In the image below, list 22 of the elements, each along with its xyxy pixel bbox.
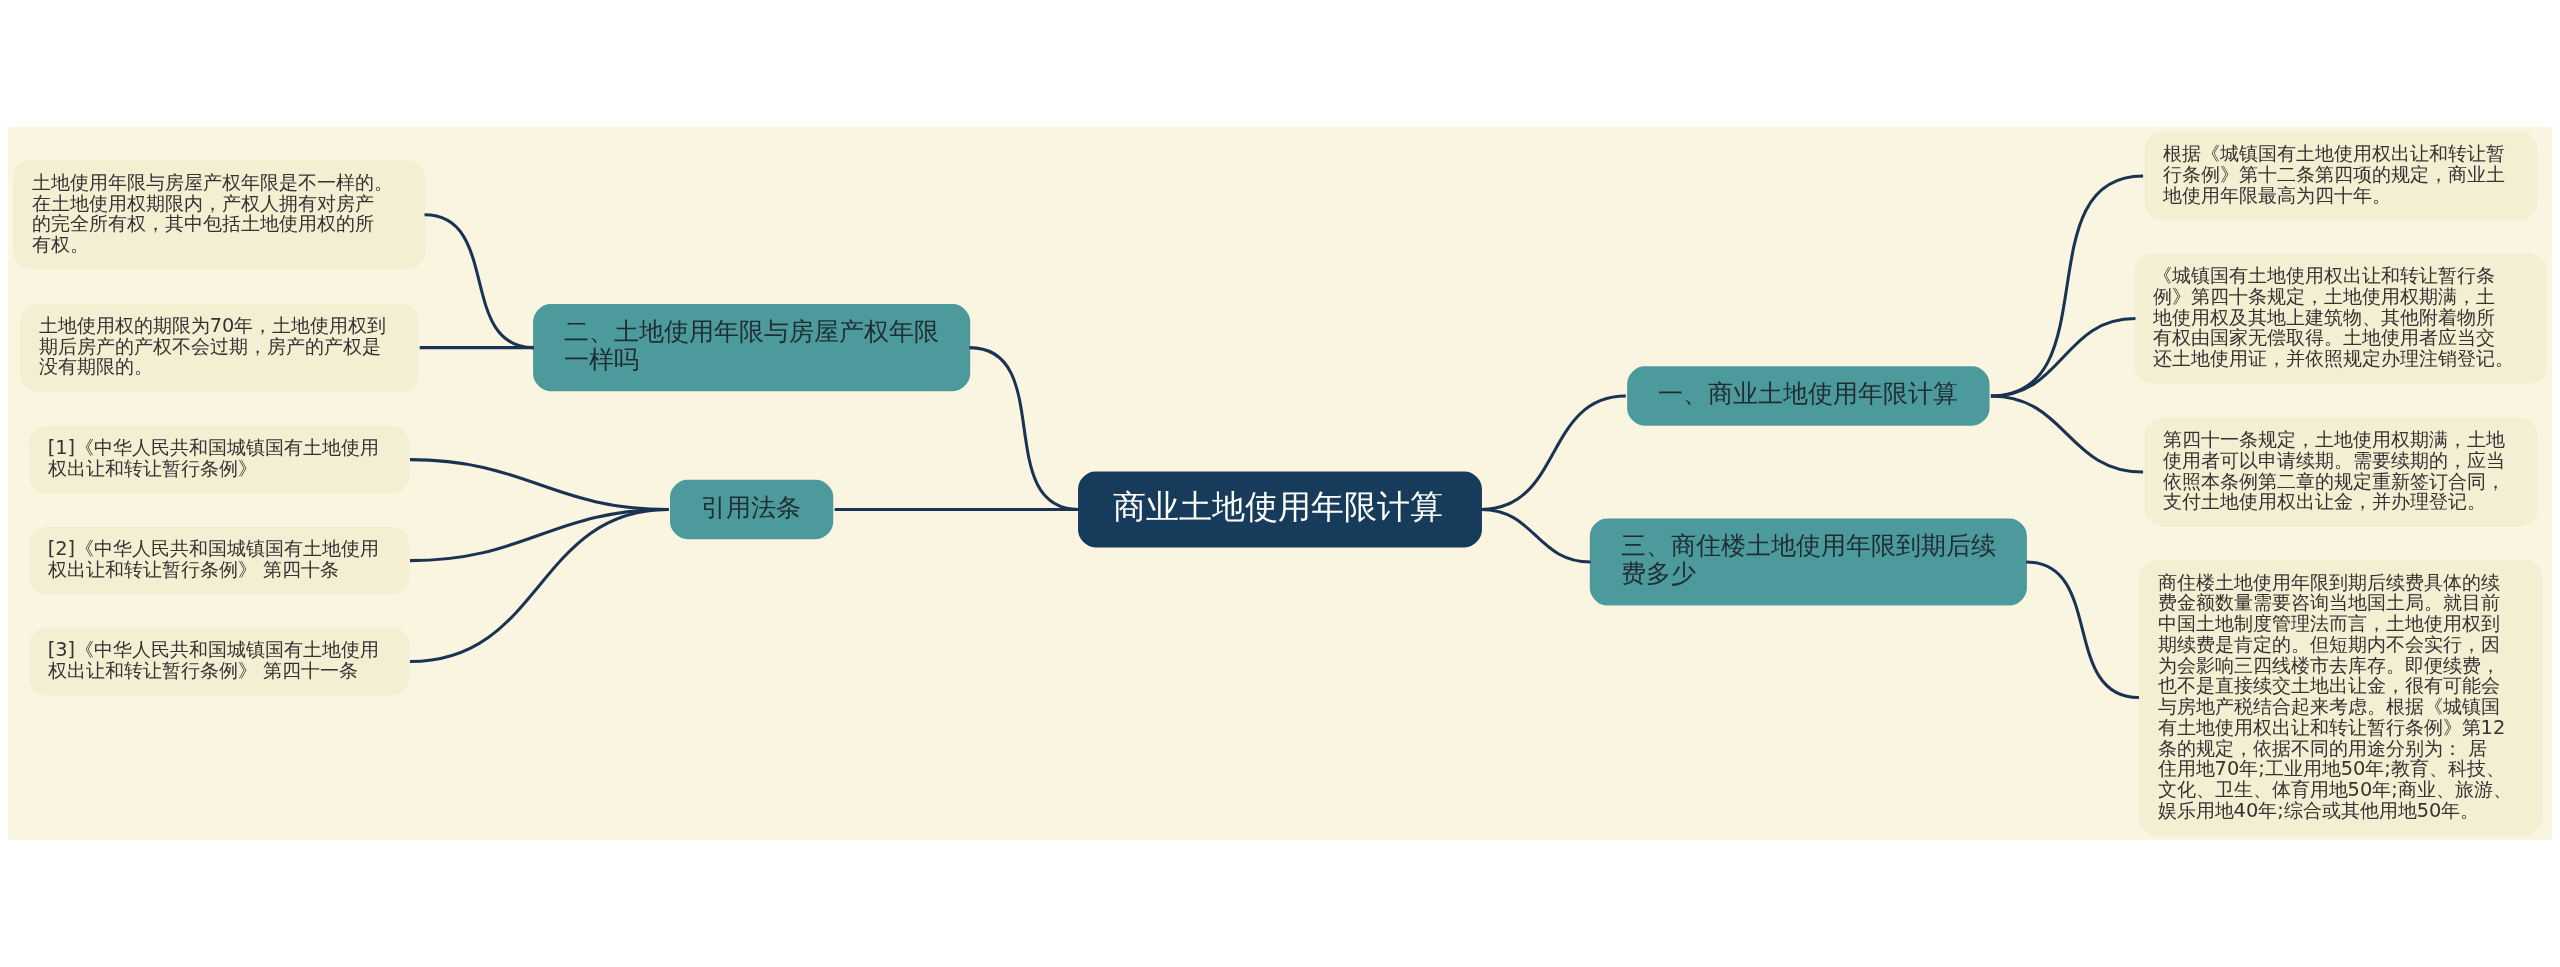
node-box: 土地使用权的期限为70年，土地使用权到期后房产的产权不会过期，房产的产权是没有期限的。 — [20, 303, 419, 392]
node-box: [3]《中华人民共和国城镇国有土地使用权出让和转让暂行条例》 第四十一条 — [28, 627, 410, 696]
connector — [2025, 560, 2140, 700]
connector — [409, 507, 669, 664]
node-box: 一、商业土地使用年限计算 — [1627, 366, 1990, 426]
node-box: 三、商住楼土地使用年限到期后续费多少 — [1589, 518, 2027, 606]
node-box: 商业土地使用年限计算 — [1078, 471, 1482, 548]
node-box: 二、土地使用年限与房屋产权年限一样吗 — [533, 304, 971, 392]
node-box: 第四十一条规定，土地使用权期满，土地使用者可以申请续期。需要续期的，应当依照本条例第二章的规定重新签订合同，支付土地使用权出让金，并办理登记。 — [2144, 417, 2538, 527]
node-box: 《城镇国有土地使用权出让和转让暂行条例》第四十条规定，土地使用权期满，土地使用权及其地上建筑物、其他附着物所有权由国家无偿取得。土地使用者应当交还土地使用证，并依照规定办理注销登记。 — [2134, 253, 2547, 384]
node-box: 商住楼土地使用年限到期后续费具体的续费金额数量需要咨询当地国土局。就目前中国土地制度管理法而言，土地使用权到期续费是肯定的。但短期内不会实行，因为会影响三四线楼市去库存。即便续费，也不是直接续交土地出让金，很有可能会与房地产税结合起来考虑。根据《城镇国有土地使用权出让和转让暂行条例》第12条的规定，依据不同的用途分别为： 居住用地70年;工业用地50年;教育、科技、文化、卫生、体育用地50年;商业、旅游、娱乐用地40年;综合或其他用地50年。 — [2138, 559, 2543, 836]
connector — [1990, 394, 2144, 474]
connector — [834, 507, 1079, 511]
connector — [1990, 317, 2136, 398]
node-box: [2]《中华人民共和国城镇国有土地使用权出让和转让暂行条例》 第四十条 — [28, 526, 410, 595]
connector — [1990, 174, 2144, 398]
connector — [1481, 507, 1591, 564]
node-box: 土地使用年限与房屋产权年限是不一样的。在土地使用权期限内，产权人拥有对房产的完全所有权，其中包括土地使用权的所有权。 — [13, 160, 426, 270]
node-box: 根据《城镇国有土地使用权出让和转让暂行条例》第十二条第四项的规定，商业土地使用年限最高为四十年。 — [2144, 131, 2538, 221]
node-box: 引用法条 — [670, 479, 834, 540]
connector — [419, 346, 534, 350]
node-box: [1]《中华人民共和国城镇国有土地使用权出让和转让暂行条例》 — [28, 425, 410, 494]
